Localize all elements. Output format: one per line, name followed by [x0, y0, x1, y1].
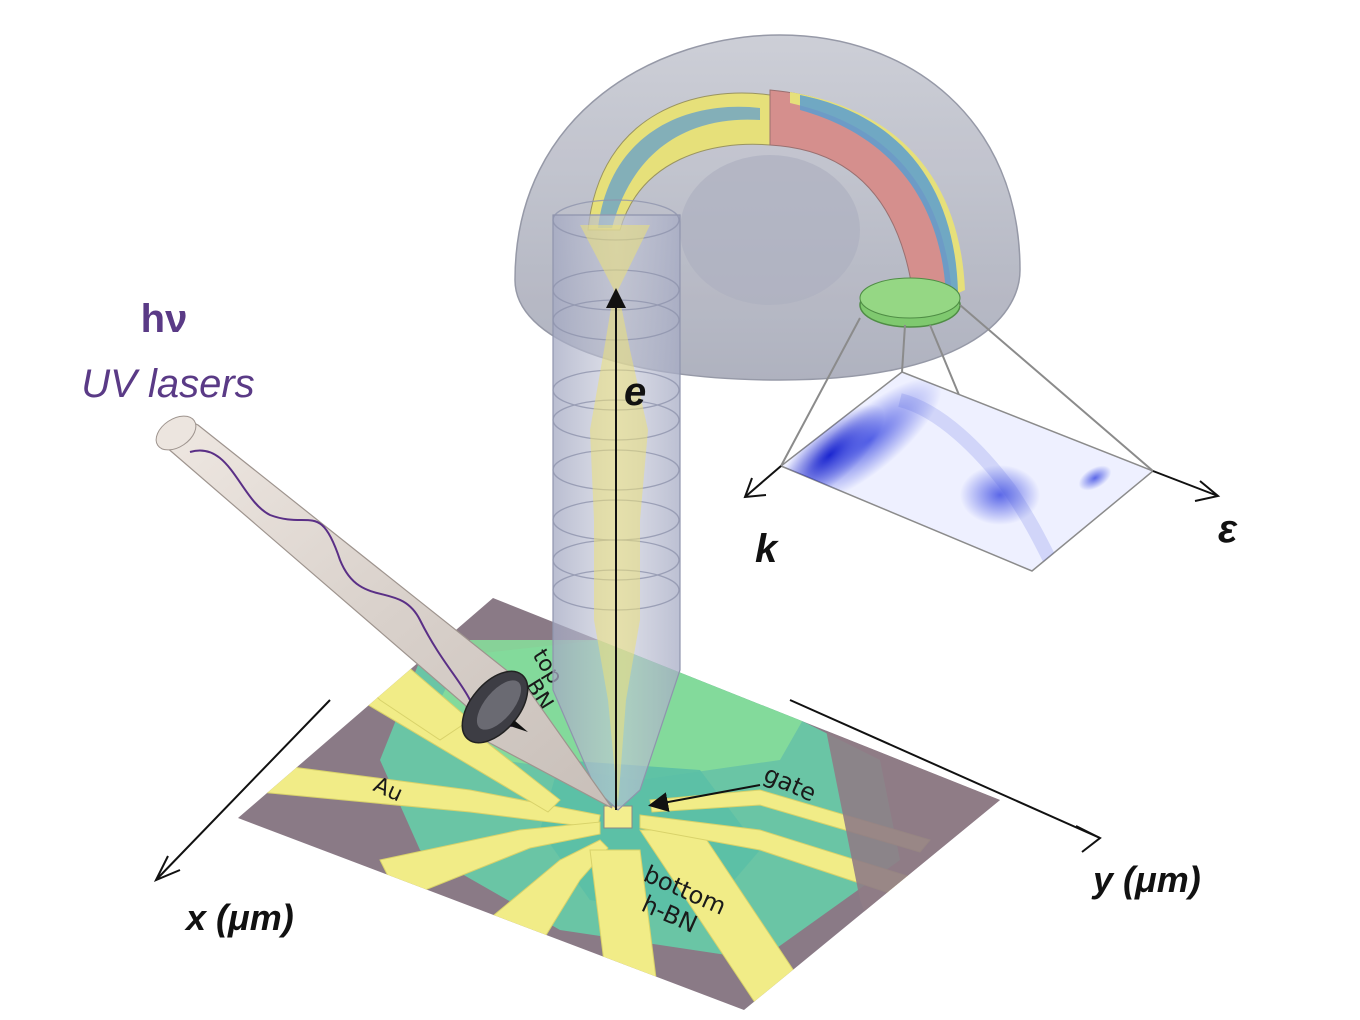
- inner-hemisphere: [680, 155, 860, 305]
- lens-column: [552, 199, 681, 811]
- k-axis-line: [744, 465, 782, 498]
- y-axis-label: y (μm): [1091, 859, 1201, 900]
- y-axis-line: [789, 699, 1101, 839]
- uv-laser-tube: [155, 415, 613, 809]
- arpes-spectrum: [779, 371, 1155, 572]
- photon-label: hν: [141, 297, 188, 341]
- energy-axis-line: [1152, 470, 1219, 497]
- sample-axes: [153, 699, 1102, 882]
- k-axis-label: k: [755, 527, 779, 571]
- analyzer-ribbons: [587, 89, 965, 311]
- laser-label: UV lasers: [81, 362, 254, 406]
- gate-pointer-arrow: [648, 784, 761, 812]
- spectrum-axes: [743, 465, 1221, 502]
- electron-label: e: [624, 370, 646, 414]
- spectrum-band-2: [960, 465, 1040, 525]
- energy-axis-label: ε: [1218, 507, 1238, 551]
- x-axis-line: [155, 699, 331, 881]
- x-axis-label: x (μm): [184, 897, 294, 938]
